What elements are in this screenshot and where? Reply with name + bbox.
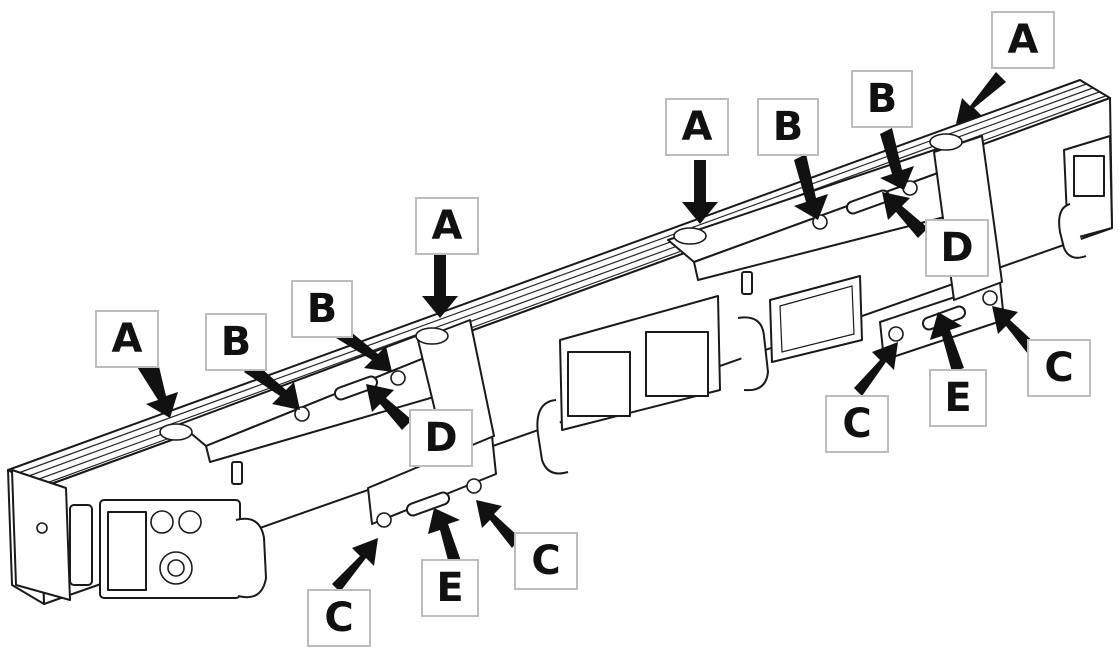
label-c-1: C <box>307 589 371 647</box>
arrow-b-2 <box>336 328 392 372</box>
arrow-c-1 <box>332 538 378 592</box>
label-d-2: D <box>925 219 989 277</box>
arrow-a-4 <box>956 72 1006 124</box>
label-c-3-text: C <box>842 401 871 447</box>
label-e-1: E <box>421 559 479 617</box>
arrow-e-2 <box>930 312 964 372</box>
label-b-1-text: B <box>221 319 252 365</box>
label-d-1: D <box>409 409 473 467</box>
label-a-2: A <box>415 197 479 255</box>
label-d-2-text: D <box>940 225 973 271</box>
label-c-4: C <box>1027 339 1091 397</box>
arrow-a-1 <box>134 354 178 418</box>
arrow-b-1 <box>244 362 300 410</box>
label-c-1-text: C <box>324 595 353 641</box>
arrows <box>134 72 1036 592</box>
label-b-4-text: B <box>867 76 898 122</box>
arrow-d-2 <box>882 192 928 238</box>
label-c-2: C <box>514 532 578 590</box>
label-b-3: B <box>757 98 819 156</box>
label-a-1-text: A <box>112 316 143 362</box>
label-c-3: C <box>825 395 889 453</box>
label-a-2-text: A <box>432 203 463 249</box>
right-end-plate <box>1058 135 1113 259</box>
left-end-plate <box>11 469 267 601</box>
arrow-c-3 <box>854 342 898 396</box>
heat-sink-fin-line <box>15 83 1087 475</box>
label-a-3: A <box>665 98 729 156</box>
arrow-d-1 <box>366 384 412 430</box>
label-c-4-text: C <box>1044 345 1073 391</box>
label-e-2: E <box>929 369 987 427</box>
arrow-b-3 <box>794 154 828 220</box>
label-b-4: B <box>851 70 913 128</box>
arrow-a-3 <box>682 160 718 224</box>
label-c-2-text: C <box>531 538 560 584</box>
arrow-a-2 <box>422 254 458 318</box>
label-b-1: B <box>205 313 267 371</box>
label-e-2-text: E <box>944 375 971 421</box>
label-b-2: B <box>291 280 353 338</box>
label-a-4-text: A <box>1008 17 1039 63</box>
center-vent-panel <box>536 295 769 475</box>
label-b-3-text: B <box>773 104 804 150</box>
display-panel <box>769 275 863 363</box>
arrow-c-2 <box>476 500 520 548</box>
arrow-c-4 <box>992 306 1036 354</box>
label-a-3-text: A <box>682 104 713 150</box>
label-d-1-text: D <box>424 415 457 461</box>
arrow-e-1 <box>428 508 462 568</box>
label-e-1-text: E <box>436 565 463 611</box>
callout-labels: A A A A B B B B <box>95 11 1091 647</box>
arrow-b-4 <box>880 128 914 190</box>
label-a-1: A <box>95 310 159 368</box>
heat-sink-fin-line <box>22 87 1094 479</box>
label-b-2-text: B <box>307 286 338 332</box>
label-a-4: A <box>991 11 1055 69</box>
